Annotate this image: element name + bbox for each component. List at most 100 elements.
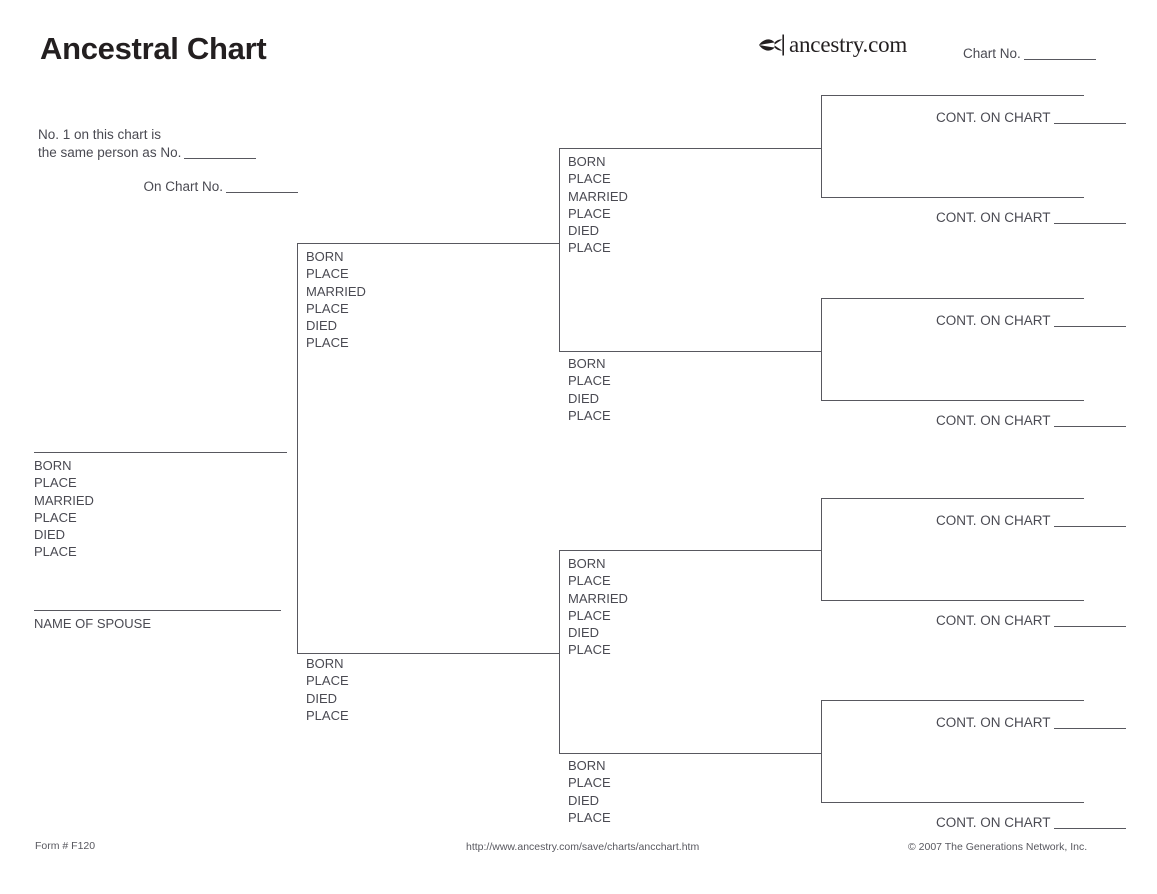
gen2-father-rule bbox=[297, 243, 559, 244]
gen4-slot7-blank[interactable] bbox=[1053, 728, 1126, 729]
footer-copyright: © 2007 The Generations Network, Inc. bbox=[908, 841, 1088, 853]
gen3-pgf-place3: PLACE bbox=[568, 240, 611, 256]
person1-born: BORN bbox=[34, 458, 72, 473]
gen3-mgf-fields: BORN PLACE MARRIED PLACE DIED PLACE bbox=[568, 555, 628, 659]
gen3-mgf-married: MARRIED bbox=[568, 590, 628, 606]
gen2-mother-rule bbox=[297, 653, 559, 654]
gen4-slot8-cont[interactable]: CONT. ON CHART bbox=[936, 815, 1126, 830]
note-line-2-text: the same person as No. bbox=[38, 145, 182, 160]
footer-url[interactable]: http://www.ancestry.com/save/charts/ancc… bbox=[466, 841, 700, 853]
gen4-group1-connector bbox=[821, 95, 822, 197]
note-line-2: the same person as No. bbox=[38, 144, 298, 162]
gen2-mother-place1: PLACE bbox=[306, 673, 349, 689]
gen4-slot3-blank[interactable] bbox=[1053, 326, 1126, 327]
gen4-slot5-cont-label: CONT. ON CHART bbox=[936, 513, 1051, 528]
ancestry-leaf-icon bbox=[757, 33, 787, 57]
note-line-1: No. 1 on this chart is bbox=[38, 127, 162, 142]
gen4-slot4-rule bbox=[821, 400, 1084, 401]
gen3-pgf-born: BORN bbox=[568, 154, 606, 169]
spouse-label: NAME OF SPOUSE bbox=[34, 615, 151, 632]
gen4-slot5-blank[interactable] bbox=[1053, 526, 1126, 527]
gen3-mgm-died: DIED bbox=[568, 792, 600, 808]
spouse-name-rule bbox=[34, 610, 281, 611]
gen2-mother-fields: BORN PLACE DIED PLACE bbox=[306, 655, 349, 724]
on-chart-no-blank[interactable] bbox=[226, 192, 298, 193]
gen3-upper-connector bbox=[559, 148, 560, 351]
gen2-father-place3: PLACE bbox=[306, 335, 349, 351]
person1-place2: PLACE bbox=[34, 509, 77, 525]
gen4-slot3-cont[interactable]: CONT. ON CHART bbox=[936, 313, 1126, 328]
ancestry-logo: ancestry.com bbox=[757, 31, 907, 59]
gen4-slot2-blank[interactable] bbox=[1053, 223, 1126, 224]
gen3-pgf-married: MARRIED bbox=[568, 188, 628, 204]
gen2-mother-born: BORN bbox=[306, 656, 344, 671]
gen4-slot6-cont[interactable]: CONT. ON CHART bbox=[936, 613, 1126, 628]
gen3-pgf-place2: PLACE bbox=[568, 205, 611, 221]
gen4-slot7-cont[interactable]: CONT. ON CHART bbox=[936, 715, 1126, 730]
gen4-group4-connector bbox=[821, 700, 822, 802]
gen3-lower-connector bbox=[559, 550, 560, 753]
gen4-slot8-blank[interactable] bbox=[1053, 828, 1126, 829]
gen3-pgm-died: DIED bbox=[568, 390, 600, 406]
gen2-father-place1: PLACE bbox=[306, 266, 349, 282]
gen4-slot4-blank[interactable] bbox=[1053, 426, 1126, 427]
gen4-group2-connector bbox=[821, 298, 822, 400]
gen4-slot1-cont[interactable]: CONT. ON CHART bbox=[936, 110, 1126, 125]
chart-no-label: Chart No. bbox=[963, 46, 1021, 61]
gen3-pgf-fields: BORN PLACE MARRIED PLACE DIED PLACE bbox=[568, 153, 628, 257]
footer-form-number: Form # F120 bbox=[35, 840, 96, 852]
gen2-mother-died: DIED bbox=[306, 690, 338, 706]
gen3-pgm-place2: PLACE bbox=[568, 407, 611, 423]
gen3-pgm-born: BORN bbox=[568, 356, 606, 371]
gen4-slot4-cont-label: CONT. ON CHART bbox=[936, 413, 1051, 428]
gen4-slot2-cont[interactable]: CONT. ON CHART bbox=[936, 210, 1126, 225]
gen4-slot1-cont-label: CONT. ON CHART bbox=[936, 110, 1051, 125]
gen4-slot8-rule bbox=[821, 802, 1084, 803]
gen3-pgm-fields: BORN PLACE DIED PLACE bbox=[568, 355, 611, 424]
gen3-pgm-place1: PLACE bbox=[568, 373, 611, 389]
gen4-slot5-rule bbox=[821, 498, 1084, 499]
chart-no-blank[interactable] bbox=[1023, 59, 1096, 60]
chart-no-field[interactable]: Chart No. bbox=[963, 46, 1096, 61]
note-line-3: On Chart No. bbox=[38, 178, 298, 196]
gen3-mgm-rule bbox=[559, 753, 821, 754]
person1-place1: PLACE bbox=[34, 475, 77, 491]
person1-place3: PLACE bbox=[34, 544, 77, 560]
gen4-slot3-rule bbox=[821, 298, 1084, 299]
same-person-blank[interactable] bbox=[184, 158, 257, 159]
gen3-mgm-fields: BORN PLACE DIED PLACE bbox=[568, 757, 611, 826]
gen4-slot4-cont[interactable]: CONT. ON CHART bbox=[936, 413, 1126, 428]
gen4-slot5-cont[interactable]: CONT. ON CHART bbox=[936, 513, 1126, 528]
gen3-mgf-place3: PLACE bbox=[568, 642, 611, 658]
gen2-father-born: BORN bbox=[306, 249, 344, 264]
gen3-pgf-place1: PLACE bbox=[568, 171, 611, 187]
gen4-slot6-cont-label: CONT. ON CHART bbox=[936, 613, 1051, 628]
gen4-slot6-blank[interactable] bbox=[1053, 626, 1126, 627]
gen3-mgf-place2: PLACE bbox=[568, 607, 611, 623]
gen2-father-place2: PLACE bbox=[306, 300, 349, 316]
gen3-pgf-died: DIED bbox=[568, 223, 600, 239]
gen3-mgf-born: BORN bbox=[568, 556, 606, 571]
gen4-slot1-blank[interactable] bbox=[1053, 123, 1126, 124]
gen2-father-died: DIED bbox=[306, 318, 338, 334]
gen3-pgm-rule bbox=[559, 351, 821, 352]
gen4-slot7-rule bbox=[821, 700, 1084, 701]
gen4-slot1-rule bbox=[821, 95, 1084, 96]
gen4-slot7-cont-label: CONT. ON CHART bbox=[936, 715, 1051, 730]
name-of-spouse-text: NAME OF SPOUSE bbox=[34, 616, 152, 631]
gen4-slot3-cont-label: CONT. ON CHART bbox=[936, 313, 1051, 328]
gen3-mgm-place1: PLACE bbox=[568, 775, 611, 791]
gen4-slot8-cont-label: CONT. ON CHART bbox=[936, 815, 1051, 830]
gen3-mgf-died: DIED bbox=[568, 625, 600, 641]
gen4-slot2-rule bbox=[821, 197, 1084, 198]
gen3-pgf-rule bbox=[559, 148, 821, 149]
gen3-mgf-rule bbox=[559, 550, 821, 551]
gen2-mother-place2: PLACE bbox=[306, 707, 349, 723]
gen3-mgm-place2: PLACE bbox=[568, 809, 611, 825]
gen3-mgm-born: BORN bbox=[568, 758, 606, 773]
gen4-slot6-rule bbox=[821, 600, 1084, 601]
page-title: Ancestral Chart bbox=[40, 31, 267, 66]
gen4-slot2-cont-label: CONT. ON CHART bbox=[936, 210, 1051, 225]
person1-name-rule bbox=[34, 452, 287, 453]
